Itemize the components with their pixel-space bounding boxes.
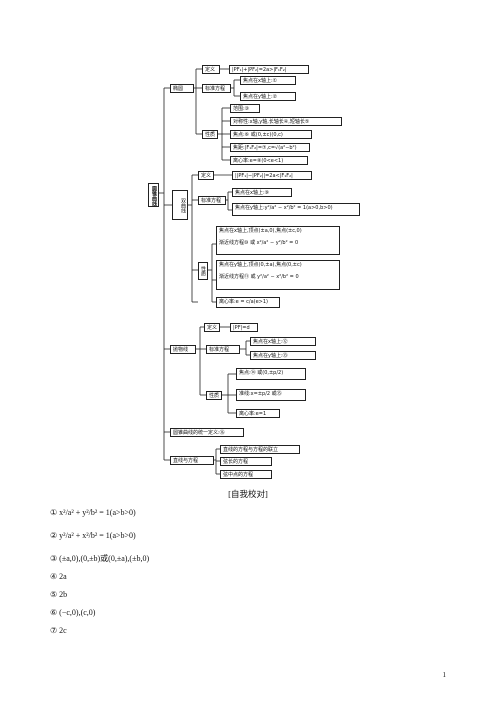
parabola-prop-focus: 焦点:⑭ 或(0,±p/2)	[236, 368, 306, 380]
line-curve-item-2: 弦长的方程	[220, 457, 272, 466]
hyperbola-props-y-group: 焦点在y轴上,顶点(0,±a),焦点(0,±c) 渐近线方程⑪ 或 y²/a² …	[216, 260, 340, 290]
ellipse-definition-node: 定义	[202, 65, 220, 74]
unified-definition-node: 圆锥曲线的统一定义:⑯	[170, 428, 244, 437]
line-curve-item-1: 直线的方程与方程的联立	[220, 445, 300, 454]
ellipse-prop-foci: 焦点:⑥ 或(0,±c)(0,c)	[230, 130, 312, 139]
ellipse-prop-eccentricity: 离心率:e=⑧(0<e<1)	[230, 156, 308, 165]
parabola-equation-y-axis: 焦点在y轴上:⑬	[250, 351, 316, 360]
hyperbola-definition-formula: ||PF₁|−|PF₂||=2a<|F₁F₂|	[232, 171, 312, 180]
parabola-node: 抛物线	[170, 345, 196, 354]
hyperbola-definition-node: 定义	[198, 171, 214, 180]
parabola-properties-node: 性质	[206, 391, 222, 400]
parabola-definition-formula: |PF|=d	[230, 323, 258, 332]
hyperbola-props-x-group: 焦点在x轴上,顶点(±a,0),焦点(±c,0) 渐近线方程⑩ 或 x²/a² …	[216, 226, 340, 255]
ellipse-prop-range: 范围:③	[230, 104, 260, 113]
parabola-definition-node: 定义	[204, 323, 220, 332]
parabola-prop-eccentricity: 离心率:e=1	[236, 409, 280, 418]
ellipse-prop-symmetry: 对称性:x轴,y轴,长轴长④,短轴长⑤	[230, 117, 342, 126]
hyperbola-properties-node: 性质	[198, 262, 208, 280]
hyperbola-equation-y-axis: 焦点在y轴上:y²/a² − x²/b² = 1(a>0,b>0)	[232, 203, 360, 216]
parabola-standard-equation-node: 标准方程	[206, 345, 240, 354]
hyperbola-equation-x-axis: 焦点在x轴上:⑨	[232, 188, 292, 197]
answer-4: ④ 2a	[50, 572, 67, 581]
answer-1: ① x²/a² + y²/b² = 1(a>b>0)	[50, 508, 136, 517]
ellipse-prop-focal-distance: 焦距:|F₁F₂|=⑦,c=√(a²−b²)	[230, 143, 310, 152]
page-number: 1	[442, 671, 447, 679]
hyperbola-node: 双曲线	[172, 190, 188, 220]
line-curve-item-3: 弦中点的方程	[220, 470, 272, 479]
line-curve-node: 直线与方程	[170, 456, 214, 465]
ellipse-equation-y-axis: 焦点在y轴上:②	[240, 92, 296, 101]
answer-5: ⑤ 2b	[50, 590, 68, 599]
self-check-heading: [自我校对]	[228, 489, 268, 499]
parabola-equation-x-axis: 焦点在x轴上:⑫	[250, 337, 316, 346]
answer-3: ③ (±a,0),(0,±b)或(0,±a),(±b,0)	[50, 554, 150, 563]
map-root: 圆锥曲线	[148, 183, 159, 207]
hyperbola-prop-eccentricity: 离心率:e = c/a(e>1)	[216, 297, 280, 308]
hyperbola-standard-equation-node: 标准方程	[198, 196, 226, 205]
parabola-prop-directrix: 准线:x=±p/2 或⑮	[236, 389, 306, 401]
answer-7: ⑦ 2c	[50, 626, 67, 635]
ellipse-properties-node: 性质	[202, 130, 218, 139]
ellipse-equation-x-axis: 焦点在x轴上:①	[240, 76, 296, 85]
ellipse-standard-equation-node: 标准方程	[202, 84, 231, 93]
answer-2: ② y²/a² + x²/b² = 1(a>b>0)	[50, 531, 136, 540]
ellipse-node: 椭圆	[170, 84, 194, 93]
answer-6: ⑥ (−c,0),(c,0)	[50, 608, 96, 617]
ellipse-definition-formula: |PF₁|+|PF₂|=2a>|F₁F₂|	[229, 65, 309, 74]
